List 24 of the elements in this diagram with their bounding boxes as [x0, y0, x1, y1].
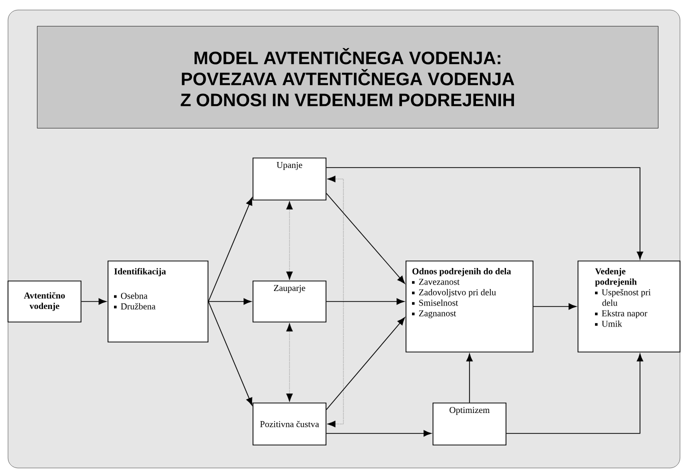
arrow: [81, 298, 106, 305]
arrow: [326, 167, 644, 260]
arrow: [326, 193, 405, 284]
arrow: [326, 317, 405, 410]
arrow: [326, 430, 432, 437]
dotted-arrow: [327, 176, 344, 428]
arrow: [466, 354, 473, 403]
process-box: Identifikacija Osebna Družbena: [108, 260, 208, 342]
process-box: Upanje: [252, 158, 326, 200]
process-box: Odnos podrejenih do dela Zavezanost Zadovoljstvo pri delu Smiselnost Zagnanost: [406, 260, 534, 352]
dotted-arrow: [286, 323, 293, 402]
process-box: Avtentično vodenje: [8, 280, 82, 322]
process-box: Vedenje podrejenih Uspešnost pri delu Ekstra napor Umik: [578, 260, 680, 352]
dotted-arrow: [286, 201, 293, 280]
arrow: [506, 354, 644, 434]
arrow: [326, 298, 404, 305]
process-box: Optimizem: [432, 402, 506, 446]
process-box: Pozitivna čustva: [252, 402, 326, 446]
arrow: [208, 197, 252, 302]
arrow: [533, 303, 576, 310]
arrow: [208, 298, 252, 305]
process-box: Zauparje: [252, 280, 326, 322]
title-box: MODEL AVTENTIČNEGA VODENJA: POVEZAVA AVTENTIČNEGA VODENJA Z ODNOSI IN VEDENJEM PODREJENIH: [37, 26, 658, 128]
arrow: [208, 301, 252, 406]
